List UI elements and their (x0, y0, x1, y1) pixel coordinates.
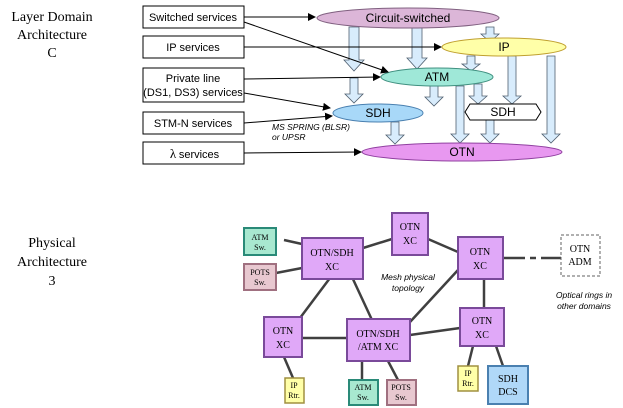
svg-text:(DS1, DS3) services: (DS1, DS3) services (143, 87, 243, 99)
ms-spring-note: MS SPRING (BLSR) or UPSR (272, 122, 350, 142)
svg-text:SDH: SDH (365, 106, 390, 120)
node-otn-xc-top: OTN XC (391, 212, 429, 256)
svg-text:OTN: OTN (273, 326, 294, 337)
svg-text:Optical rings in: Optical rings in (556, 290, 612, 300)
node-otn-sdh-atm-xc: OTN/SDH /ATM XC (346, 318, 411, 362)
svg-text:IP services: IP services (166, 42, 220, 54)
svg-text:SDH: SDH (498, 374, 518, 385)
svg-text:topology: topology (392, 283, 425, 293)
service-lambda: λ services (142, 141, 245, 165)
svg-text:λ: λ (170, 146, 177, 161)
node-pots-sw-2: POTS Sw. (386, 379, 417, 406)
svg-text:XC: XC (403, 236, 417, 247)
layer-sdh-left: SDH (332, 103, 424, 123)
svg-text:Circuit-switched: Circuit-switched (366, 11, 451, 25)
layer-sdh-right: SDH (464, 103, 542, 121)
svg-text:Rtr.: Rtr. (462, 379, 474, 388)
layer-arrows (343, 26, 561, 145)
svg-text:POTS: POTS (391, 383, 411, 392)
node-atm-sw-2: ATM Sw. (348, 379, 379, 406)
layer-ip: IP (441, 37, 567, 57)
service-arrows (243, 13, 442, 157)
svg-text:OTN: OTN (400, 222, 421, 233)
svg-text:OTN/SDH: OTN/SDH (310, 248, 353, 259)
svg-text:OTN: OTN (472, 316, 493, 327)
svg-text:ATM: ATM (355, 383, 372, 392)
service-private-line: Private line (DS1, DS3) services (142, 67, 245, 103)
svg-text:SDH: SDH (490, 105, 515, 119)
node-otn-adm: OTN ADM (560, 234, 601, 277)
svg-text:OTN: OTN (449, 145, 474, 159)
svg-text:XC: XC (473, 261, 487, 272)
svg-text:IP: IP (464, 369, 472, 378)
arrow-cs-to-sdh (344, 77, 364, 104)
svg-text:C: C (47, 46, 56, 61)
svg-text:IP: IP (498, 40, 509, 54)
service-switched: Switched services (142, 5, 245, 29)
physical-architecture-title: Physical Architecture 3 (17, 236, 87, 289)
svg-text:XC: XC (276, 340, 290, 351)
arrow-ip-to-otn (541, 55, 561, 144)
mesh-topology-note: Mesh physical topology (381, 272, 436, 293)
svg-text:ADM: ADM (568, 257, 591, 268)
svg-text:Rtr.: Rtr. (288, 391, 300, 400)
arrow-cs-to-atm-2 (406, 26, 428, 70)
svg-text:3: 3 (49, 274, 56, 289)
node-sdh-dcs: SDH DCS (487, 365, 529, 405)
svg-text:STM-N services: STM-N services (154, 118, 233, 130)
svg-text:OTN/SDH: OTN/SDH (356, 329, 399, 340)
svg-text:XC: XC (325, 262, 339, 273)
svg-text:POTS: POTS (250, 268, 270, 277)
arrow-ip-to-sdh (501, 55, 523, 105)
node-pots-sw-1: POTS Sw. (243, 263, 277, 291)
svg-text:Architecture: Architecture (17, 28, 87, 43)
arrow-ip-to-atm (460, 55, 482, 72)
node-otn-sdh-xc: OTN/SDH XC (301, 237, 364, 280)
svg-text:OTN: OTN (570, 244, 591, 255)
svg-text:OTN: OTN (470, 247, 491, 258)
svg-text:Sw.: Sw. (395, 393, 407, 402)
arrow-sdh-to-otn (385, 121, 405, 145)
svg-text:ATM: ATM (425, 70, 449, 84)
layer-otn: OTN (361, 142, 563, 162)
layer-circuit-switched: Circuit-switched (316, 7, 500, 29)
svg-text:Sw.: Sw. (254, 278, 266, 287)
svg-text:Architecture: Architecture (17, 255, 87, 270)
svg-text:Private line: Private line (166, 73, 220, 85)
service-stmn: STM-N services (142, 111, 245, 135)
node-otn-xc-right: OTN XC (457, 236, 504, 280)
node-otn-xc-left: OTN XC (263, 316, 303, 358)
svg-text:XC: XC (475, 330, 489, 341)
svg-text:or UPSR: or UPSR (272, 132, 306, 142)
svg-text:other domains: other domains (557, 301, 612, 311)
node-ip-rtr-1: IP Rtr. (284, 377, 305, 404)
svg-text:Sw.: Sw. (357, 393, 369, 402)
svg-text:MS SPRING (BLSR): MS SPRING (BLSR) (272, 122, 350, 132)
svg-text:services: services (179, 149, 220, 161)
arrow-atm-to-otn-2 (467, 83, 489, 105)
arrow-atm-to-otn-1 (450, 85, 470, 144)
svg-text:ATM: ATM (252, 233, 269, 242)
svg-text:/ATM XC: /ATM XC (358, 342, 399, 353)
layer-domain-title: Layer Domain Architecture C (11, 10, 92, 61)
svg-text:Mesh physical: Mesh physical (381, 272, 436, 282)
node-ip-rtr-2: IP Rtr. (457, 365, 479, 392)
svg-text:Switched services: Switched services (149, 12, 238, 24)
svg-text:DCS: DCS (498, 387, 517, 398)
arrow-atm-to-sdh (424, 85, 444, 107)
physical-links (275, 237, 505, 381)
svg-text:Physical: Physical (28, 236, 76, 251)
layer-atm: ATM (380, 67, 494, 87)
arrow-sdhr-to-otn (480, 119, 500, 144)
svg-text:Layer Domain: Layer Domain (11, 10, 92, 25)
node-atm-sw-1: ATM Sw. (243, 227, 277, 256)
svg-text:Sw.: Sw. (254, 243, 266, 252)
arrow-cs-to-atm (343, 26, 365, 72)
node-otn-xc-bottom-right: OTN XC (459, 307, 505, 347)
optical-rings-note: Optical rings in other domains (556, 290, 612, 311)
svg-text:IP: IP (290, 381, 298, 390)
service-ip: IP services (142, 35, 245, 59)
